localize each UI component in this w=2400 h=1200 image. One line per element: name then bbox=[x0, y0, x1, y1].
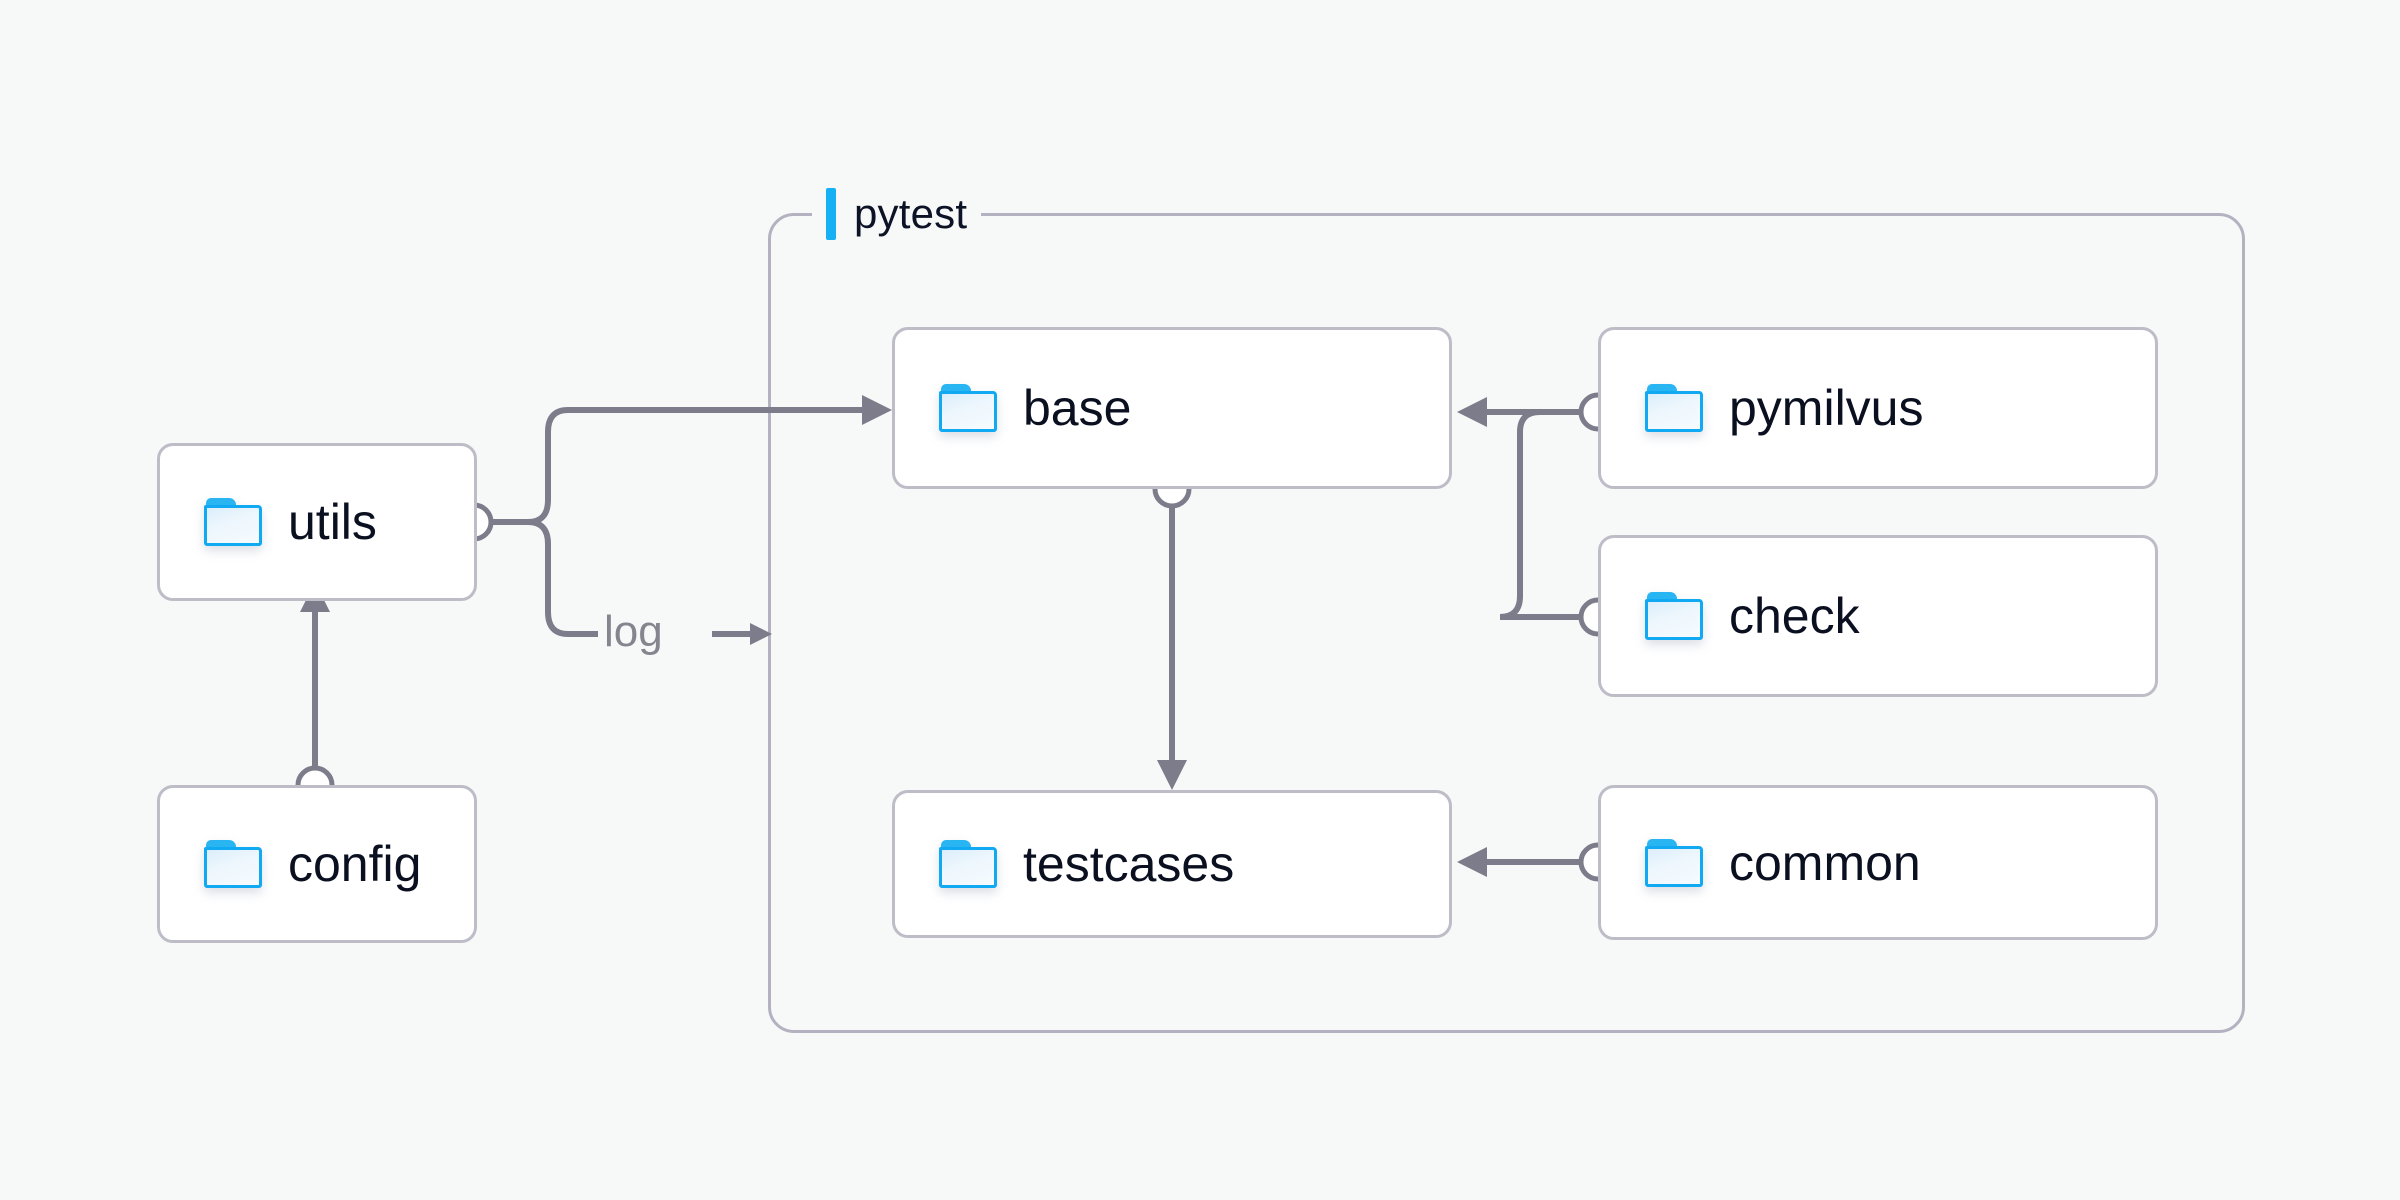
node-testcases[interactable]: testcases bbox=[892, 790, 1452, 938]
folder-icon bbox=[1645, 838, 1703, 887]
node-common-label: common bbox=[1729, 834, 1921, 891]
folder-icon bbox=[1645, 592, 1703, 640]
node-base[interactable]: base bbox=[892, 327, 1452, 489]
node-base-content: base bbox=[895, 383, 1131, 433]
node-check[interactable]: check bbox=[1598, 535, 2158, 697]
node-common[interactable]: common bbox=[1598, 785, 2158, 940]
node-check-label: check bbox=[1729, 588, 1860, 644]
node-base-label: base bbox=[1023, 380, 1132, 436]
node-pymilvus-label: pymilvus bbox=[1729, 380, 1924, 436]
node-utils-content: utils bbox=[160, 497, 377, 547]
node-utils-label: utils bbox=[288, 494, 377, 550]
node-config-label: config bbox=[288, 836, 422, 892]
node-common-content: common bbox=[1601, 838, 1921, 888]
edge-label-log: log bbox=[604, 607, 663, 656]
folder-icon bbox=[939, 384, 997, 432]
node-pymilvus[interactable]: pymilvus bbox=[1598, 327, 2158, 489]
group-title-text: pytest bbox=[854, 190, 968, 237]
node-pymilvus-content: pymilvus bbox=[1601, 383, 1923, 433]
node-utils[interactable]: utils bbox=[157, 443, 477, 601]
node-check-content: check bbox=[1601, 591, 1860, 641]
node-config-content: config bbox=[160, 839, 421, 889]
folder-icon bbox=[204, 498, 262, 546]
group-label-pytest: pytest bbox=[812, 186, 982, 242]
node-config[interactable]: config bbox=[157, 785, 477, 943]
node-testcases-content: testcases bbox=[895, 839, 1234, 889]
edge-config-utils bbox=[295, 582, 335, 805]
group-accent-bar bbox=[826, 188, 836, 240]
folder-icon bbox=[1645, 384, 1703, 432]
folder-icon bbox=[204, 840, 262, 888]
node-testcases-label: testcases bbox=[1023, 836, 1235, 892]
folder-icon bbox=[939, 840, 997, 888]
